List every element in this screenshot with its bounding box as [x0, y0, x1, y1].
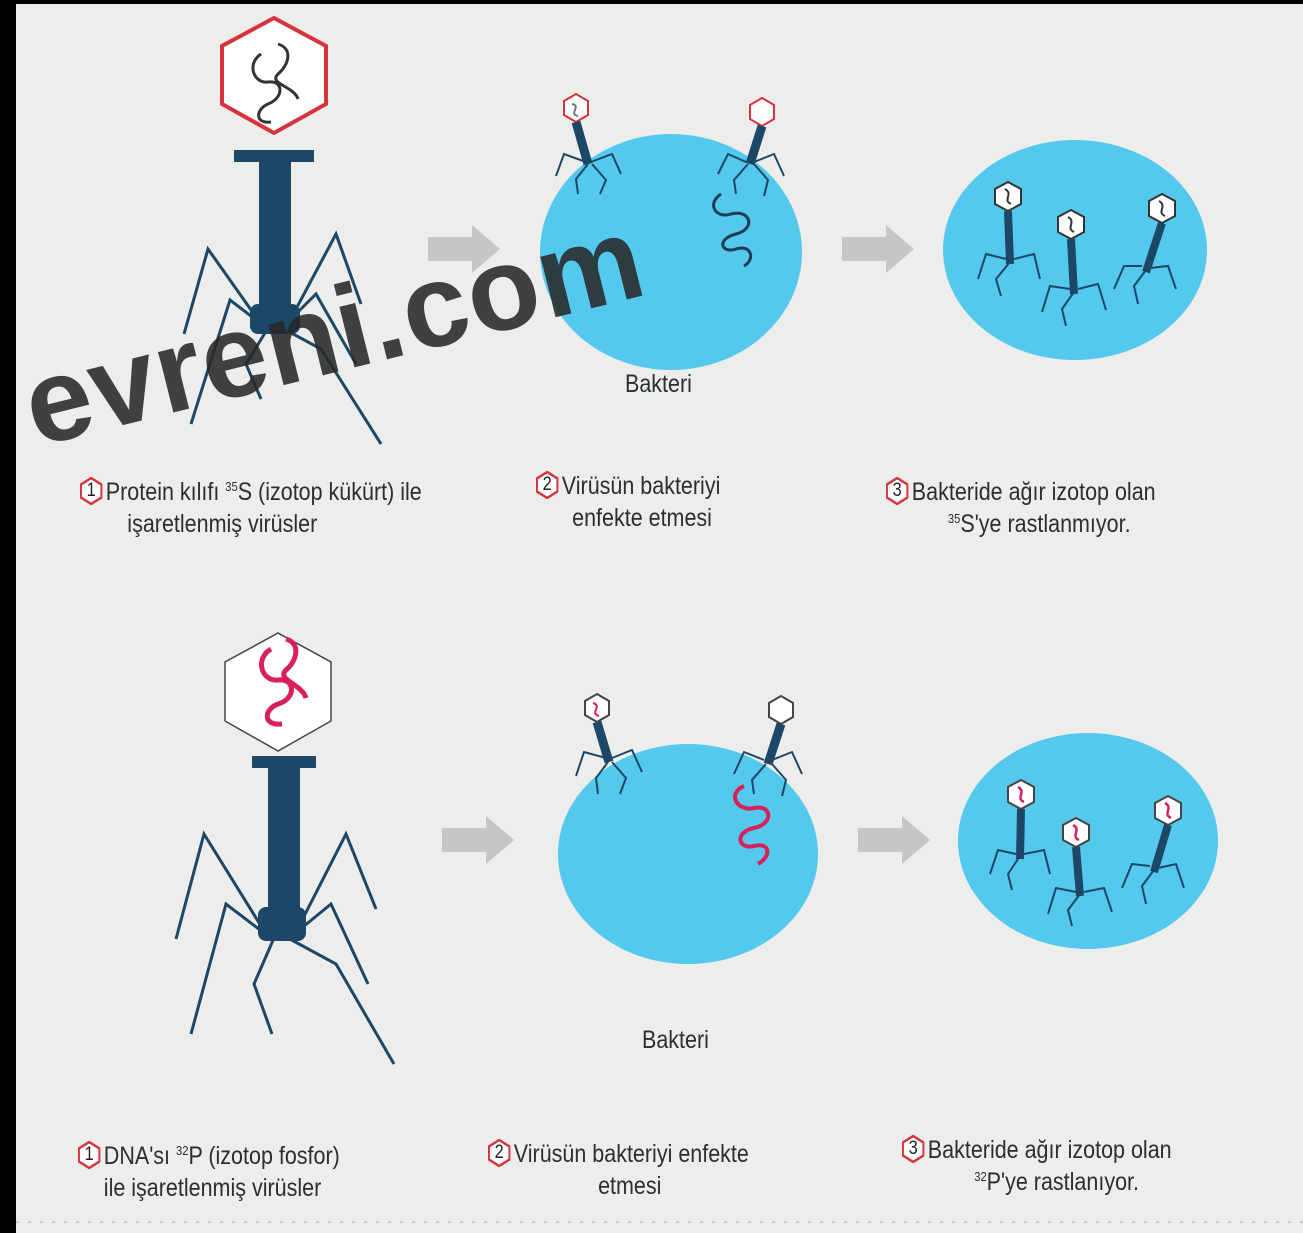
hexagon-number-badge-icon: 2	[488, 1139, 510, 1167]
hexagon-number-badge-icon: 1	[80, 477, 102, 505]
large-bacteriophage-icon	[176, 633, 394, 1064]
bacterium-label: Bakteri	[642, 1026, 709, 1055]
bacterium-label: Bakteri	[625, 370, 692, 399]
hexagon-number-badge-icon: 1	[78, 1141, 100, 1169]
arrow-right-icon	[842, 225, 914, 273]
arrow-right-icon	[442, 816, 514, 864]
hexagon-number-badge-icon: 2	[536, 471, 558, 499]
arrow-right-icon	[858, 816, 930, 864]
bacterium-with-phages-icon	[958, 733, 1218, 949]
hexagon-number-badge-icon: 3	[886, 477, 908, 505]
hexagon-number-badge-icon: 3	[902, 1135, 924, 1163]
bacterium-with-phages-icon	[943, 140, 1207, 360]
